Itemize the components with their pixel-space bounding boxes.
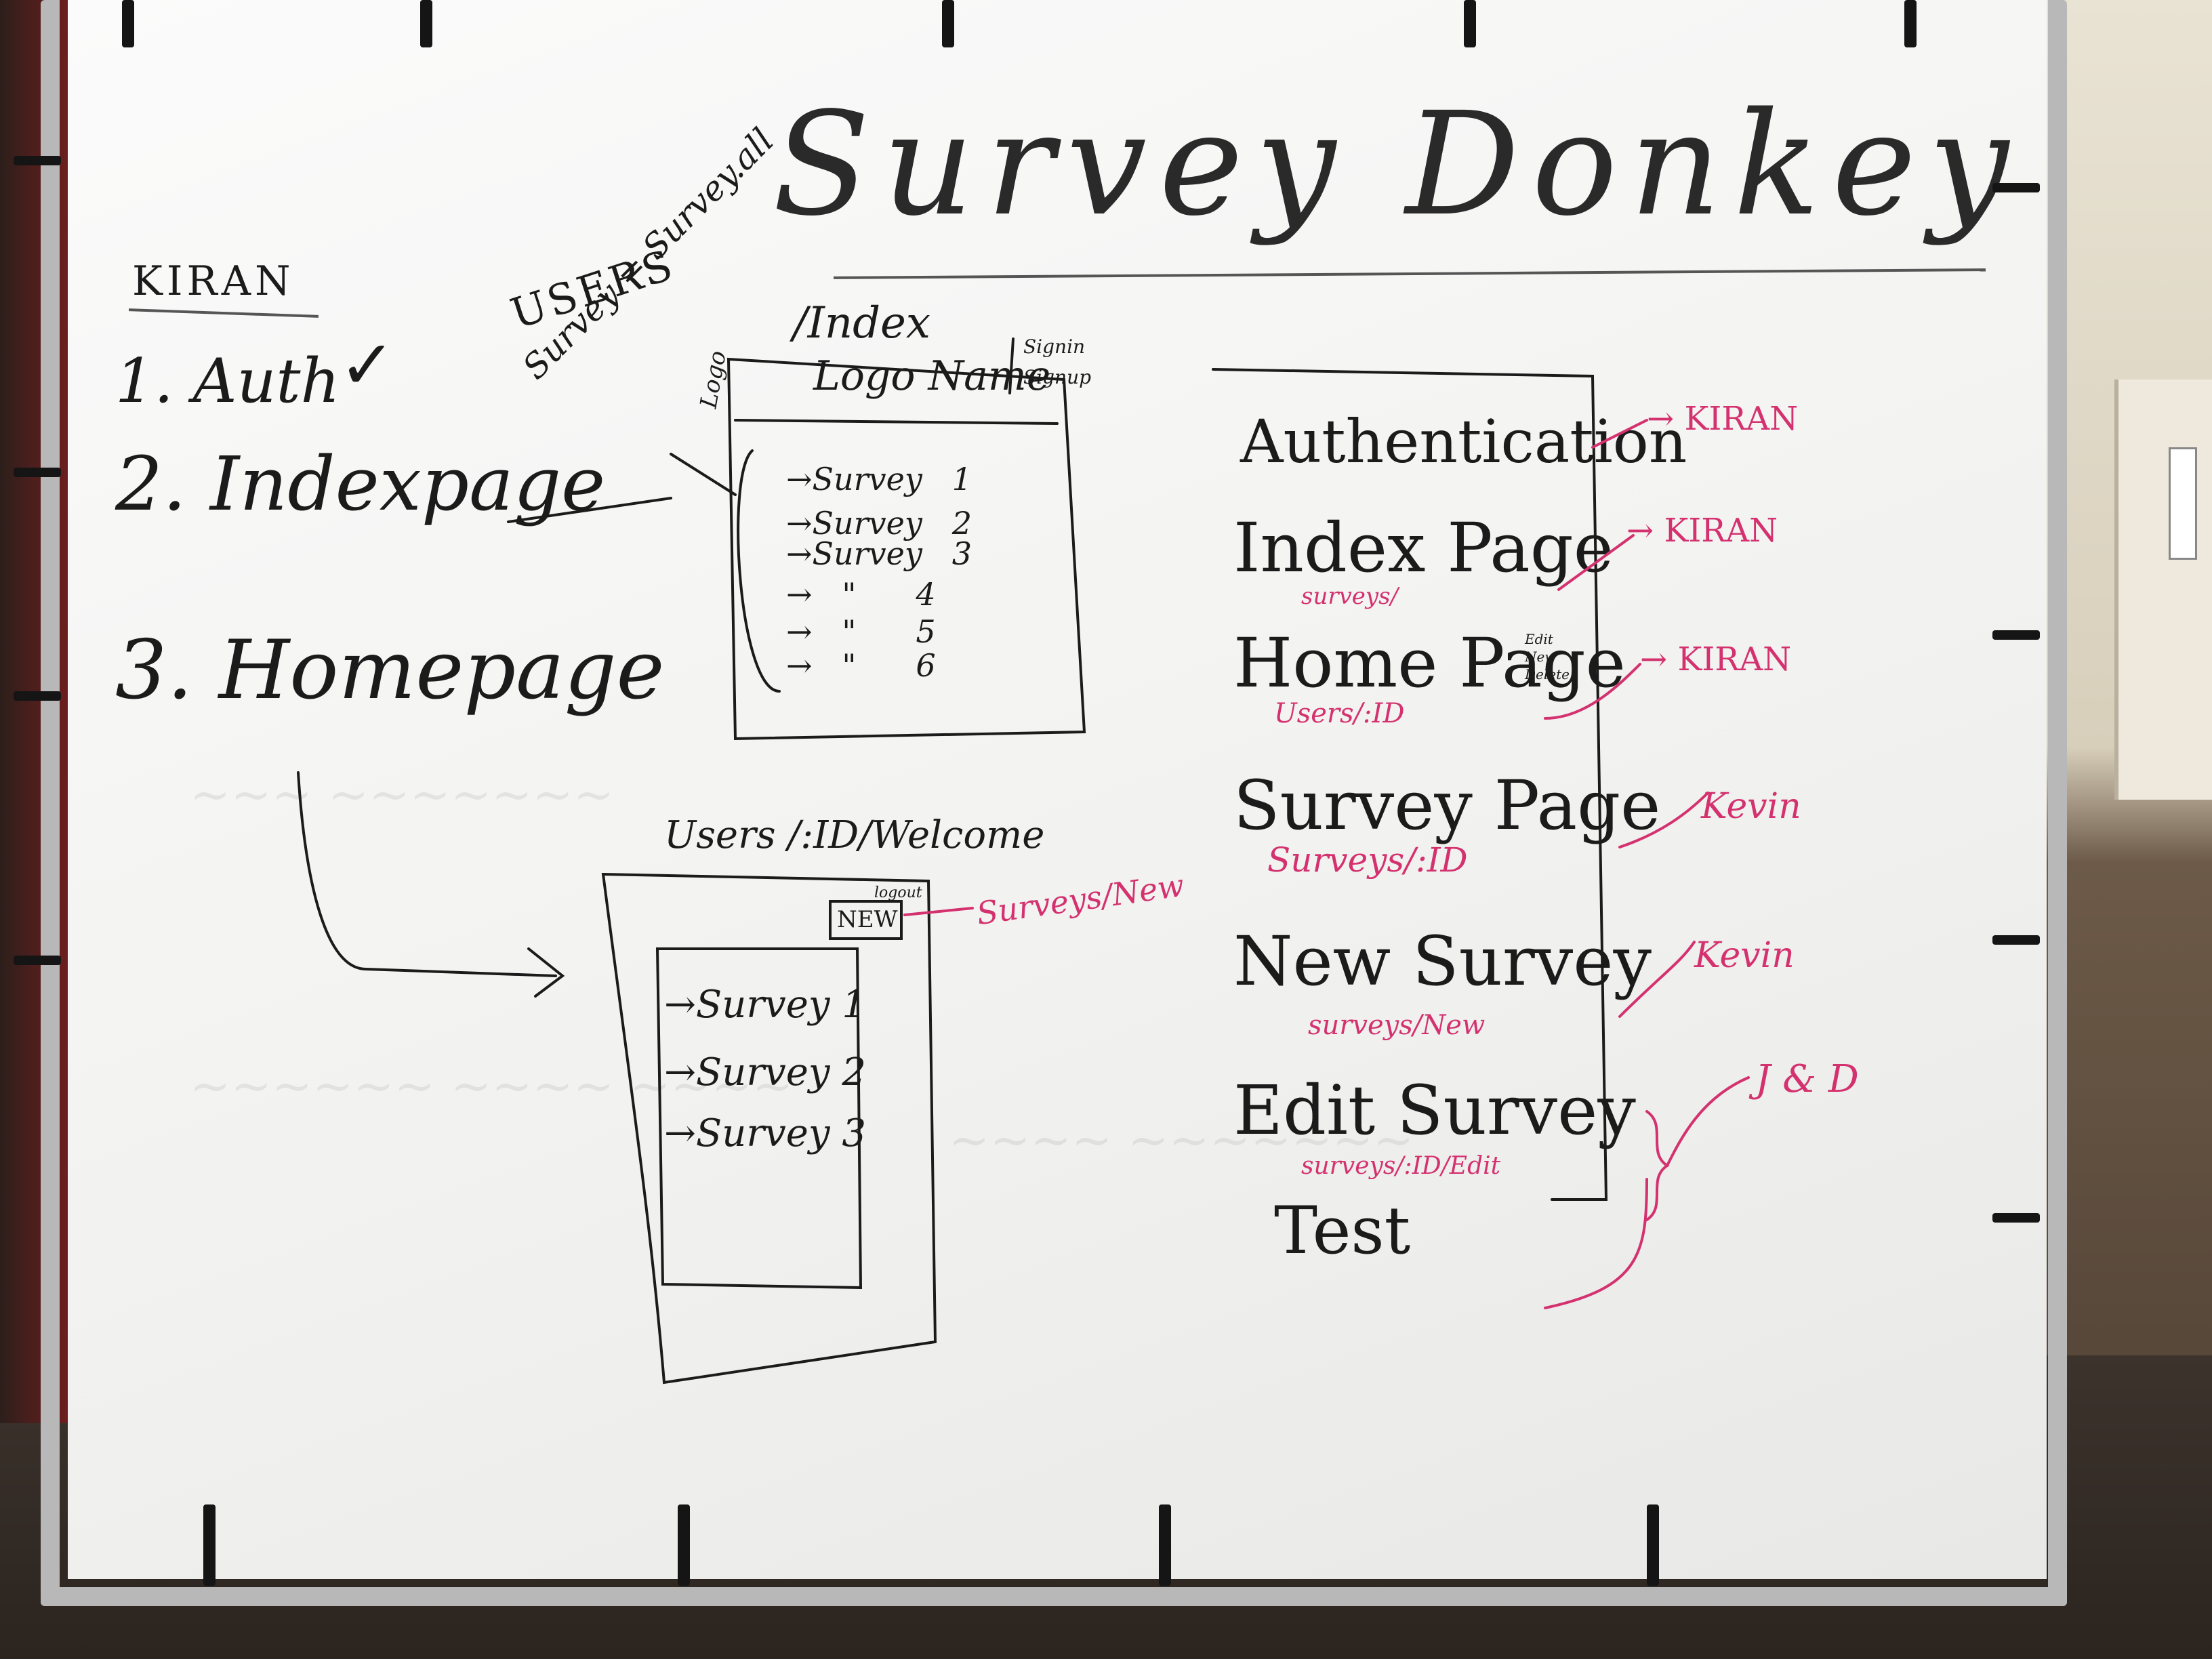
page-item: New Survey — [1233, 922, 1652, 1001]
welcome-row: →Survey 3 — [664, 1111, 866, 1155]
page-route: Users/:ID — [1274, 698, 1405, 729]
welcome-new-box — [829, 900, 903, 940]
page-item: Edit Survey — [1233, 1071, 1636, 1150]
pages-frame — [1212, 368, 1608, 1201]
page-route: surveys/New — [1308, 1010, 1486, 1041]
erased-text: ~~~~~~ ~~~~ ~~~~ — [190, 1057, 794, 1114]
todo-item-3: 3. Homepage — [115, 623, 665, 718]
zip-tie — [203, 1504, 216, 1586]
test-brace-line — [1544, 1178, 1648, 1309]
page-item: Test — [1274, 1193, 1411, 1269]
index-row: →Survey 1 — [786, 461, 972, 497]
whiteboard-frame — [41, 0, 2067, 1606]
whiteboard: ~~~ ~~~~~~~ ~~~~~~ ~~~~ ~~~~ ~~~~ ~~~~~~… — [68, 0, 2047, 1579]
index-row: → " 5 — [786, 613, 936, 650]
zip-tie — [1992, 935, 2040, 945]
zip-tie — [14, 468, 61, 477]
page-owner: → KIRAN — [1626, 512, 1778, 550]
welcome-sketch-box — [601, 872, 937, 1385]
board-title: Survey Donkey — [773, 81, 2022, 247]
zip-tie — [14, 156, 61, 165]
door-window — [2169, 447, 2197, 560]
index-row: → " 6 — [786, 647, 936, 684]
index-row: → " 4 — [786, 576, 936, 613]
page-owner: Kevin — [1694, 935, 1795, 976]
page-item: Home Page — [1233, 623, 1626, 703]
index-signin: Signin — [1023, 335, 1086, 358]
zip-tie — [420, 0, 432, 47]
index-header-line — [734, 419, 1059, 425]
page-item: Index Page — [1233, 508, 1614, 588]
zip-tie — [1464, 0, 1476, 47]
zip-tie — [122, 0, 134, 47]
zip-tie — [14, 956, 61, 965]
welcome-sketch-label: Users /:ID/Welcome — [664, 813, 1045, 857]
zip-tie — [1992, 183, 2040, 192]
page-owner: → KIRAN — [1640, 640, 1792, 678]
erased-text: ~~~~ ~~~~~~~ — [949, 1111, 1414, 1168]
new-route-arrow — [903, 907, 974, 916]
page-item: Survey Page — [1233, 766, 1661, 845]
welcome-new-button: NEW — [837, 906, 898, 933]
zip-tie — [1647, 1504, 1659, 1586]
page-route: surveys/ — [1301, 583, 1399, 610]
page-item: Authentication — [1240, 407, 1687, 476]
erased-text: ~~~ ~~~~~~~ — [190, 766, 615, 823]
jd-arrow — [1666, 1076, 1750, 1167]
zip-tie — [1992, 630, 2040, 640]
zip-tie — [1159, 1504, 1171, 1586]
hallway-door — [2114, 380, 2212, 800]
homepage-arrowhead — [527, 947, 565, 998]
index-row: →Survey 2 — [786, 505, 972, 541]
ink-strokes — [297, 337, 1750, 1385]
zip-tie — [1992, 1213, 2040, 1223]
index-sketch-box — [726, 357, 1086, 741]
todo-item-2: 2. Indexpage — [115, 441, 606, 527]
zip-tie — [942, 0, 954, 47]
check-mark: ✓ — [339, 325, 396, 405]
index-brace — [737, 449, 781, 693]
welcome-row: →Survey 2 — [664, 1050, 866, 1094]
page-route: surveys/:ID/Edit — [1301, 1152, 1501, 1180]
kiran-heading: KIRAN — [132, 258, 295, 305]
welcome-inner-box — [655, 947, 863, 1290]
welcome-logout: logout — [874, 884, 922, 901]
page-route: Surveys/:ID — [1267, 840, 1468, 880]
page-owner: → KIRAN — [1647, 400, 1799, 438]
page-owner: J & D — [1755, 1057, 1859, 1101]
index-sketch-label: /Index — [793, 298, 930, 348]
index-pointer — [670, 453, 737, 496]
index-arrow-line — [507, 497, 672, 523]
zip-tie — [1904, 0, 1917, 47]
page-owner: Kevin — [1701, 786, 1801, 827]
welcome-row: →Survey 1 — [664, 983, 866, 1027]
zip-tie — [14, 691, 61, 701]
zip-tie — [678, 1504, 690, 1586]
homepage-arrow-line — [297, 771, 557, 977]
todo-item-1: 1. Auth — [115, 346, 340, 417]
index-row: →Survey 3 — [786, 535, 972, 572]
